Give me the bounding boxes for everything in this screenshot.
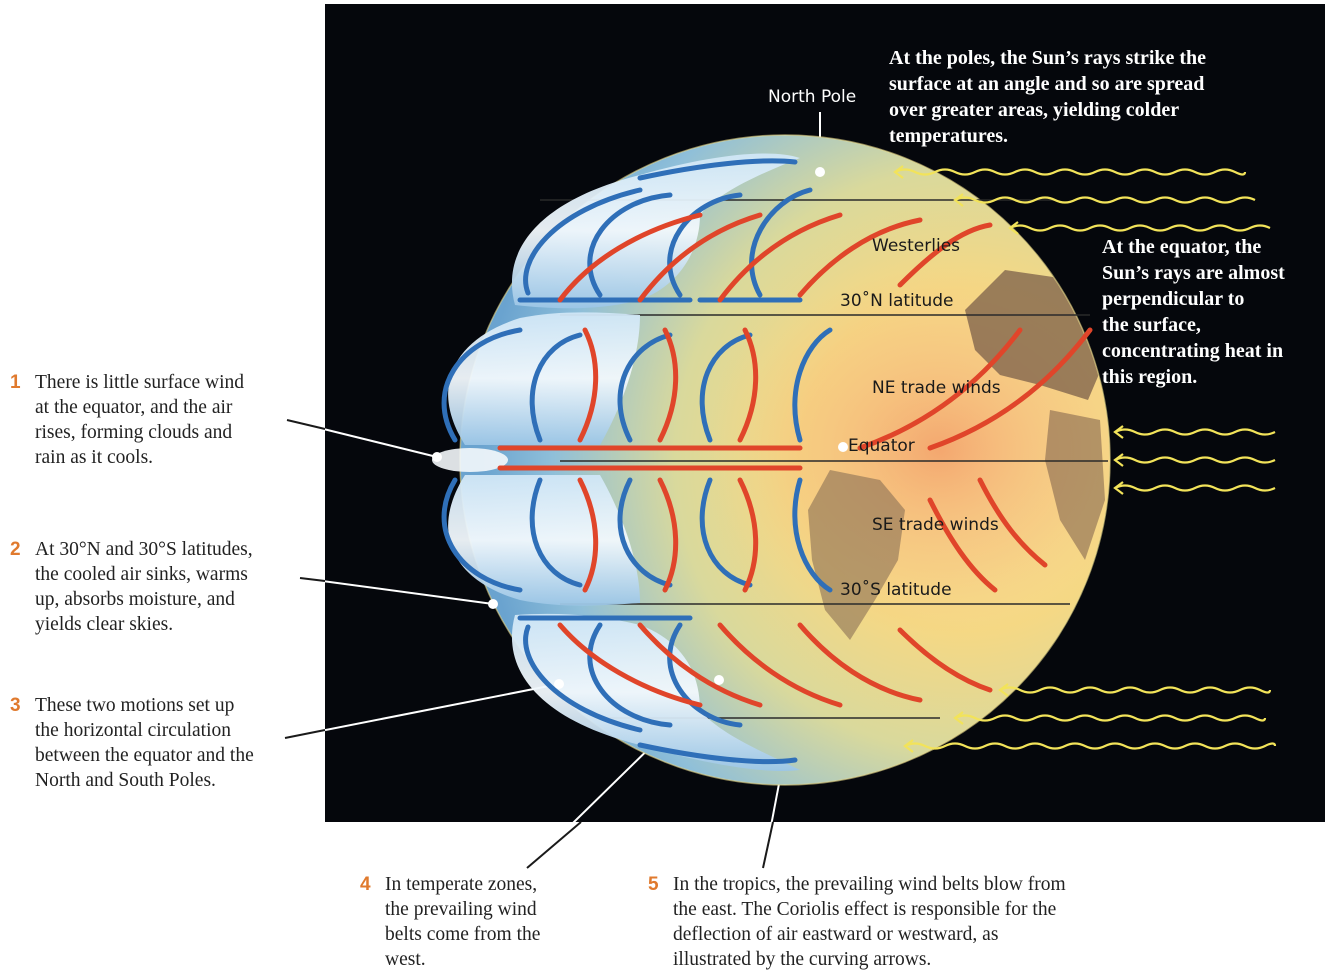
callout-text-2: At 30°N and 30°S latitudes, the cooled a… xyxy=(35,537,310,637)
callout-number-4: 4 xyxy=(360,872,371,897)
leader-dot-1 xyxy=(432,452,442,462)
westerlies-label: Westerlies xyxy=(872,236,960,256)
callout-text-5: In the tropics, the prevailing wind belt… xyxy=(673,872,1168,972)
callout-text-4: In temperate zones, the prevailing wind … xyxy=(385,872,600,972)
sun-note-equator: At the equator, the Sun’s rays are almos… xyxy=(1102,234,1285,390)
callout-5: 5 In the tropics, the prevailing wind be… xyxy=(648,872,1168,972)
equator-label: Equator xyxy=(848,436,915,456)
ne-trade-winds-label: NE trade winds xyxy=(872,378,1001,398)
latitude-30n-label: 30˚N latitude xyxy=(840,291,953,311)
latitude-30s-label: 30˚S latitude xyxy=(840,580,952,600)
leader-dot-3 xyxy=(554,679,564,689)
north-pole-label: North Pole xyxy=(768,87,856,107)
north-pole-dot xyxy=(815,167,825,177)
callout-number-5: 5 xyxy=(648,872,659,897)
callout-4: 4 In temperate zones, the prevailing win… xyxy=(360,872,600,972)
leader-dot-4 xyxy=(714,675,724,685)
callout-text-1: There is little surface wind at the equa… xyxy=(35,370,300,470)
callout-3: 3 These two motions set up the horizonta… xyxy=(10,693,310,793)
se-trade-winds-label: SE trade winds xyxy=(872,515,999,535)
callout-number-1: 1 xyxy=(10,370,21,395)
equator-cloud xyxy=(432,448,508,472)
callout-1: 1 There is little surface wind at the eq… xyxy=(10,370,300,470)
callout-number-2: 2 xyxy=(10,537,21,562)
leader-dot-5 xyxy=(838,442,848,452)
callout-2: 2 At 30°N and 30°S latitudes, the cooled… xyxy=(10,537,310,637)
callout-text-3: These two motions set up the horizontal … xyxy=(35,693,310,793)
callout-number-3: 3 xyxy=(10,693,21,718)
leader-dot-2 xyxy=(488,599,498,609)
sun-note-poles: At the poles, the Sun’s rays strike the … xyxy=(889,45,1206,149)
